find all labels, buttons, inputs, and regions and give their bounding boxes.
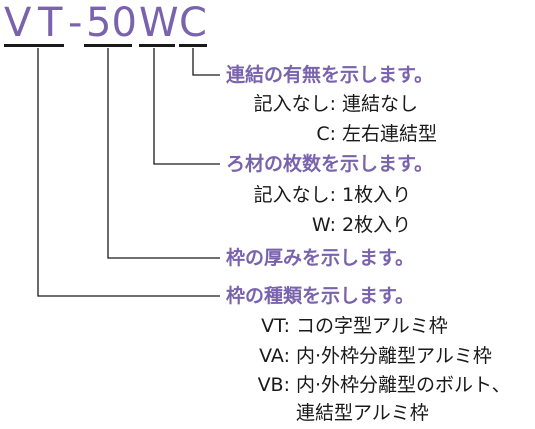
option-key: VT: [261, 315, 290, 337]
option-key: VA: [259, 345, 290, 367]
code-char-c: C [179, 0, 207, 46]
leader-line-media [153, 48, 220, 165]
leader-line-thickness [107, 48, 220, 259]
code-char-v: V [4, 0, 32, 46]
underline-media [139, 44, 175, 47]
underline-thickness [84, 44, 132, 47]
code-char-t: T [38, 0, 63, 46]
option-value: 内·外枠分離型アルミ枠 [296, 345, 492, 367]
underline-type [4, 44, 64, 47]
underline-connection [179, 44, 207, 47]
option-key: C: [316, 123, 336, 145]
option-value: 2枚入り [342, 214, 412, 236]
option-value: 連結なし [342, 93, 419, 115]
option-value: 1枚入り [342, 184, 412, 206]
code-char-50: 50 [86, 0, 137, 46]
heading-thickness: 枠の厚みを示します。 [226, 247, 415, 269]
leader-line-type [37, 48, 220, 297]
code-char-w: W [139, 0, 179, 46]
code-char-dash: - [68, 0, 83, 46]
option-key: VB: [257, 374, 290, 396]
option-value: 連結型アルミ枠 [296, 402, 429, 424]
option-key: 記入なし: [253, 93, 336, 115]
heading-media-count: ろ材の枚数を示します。 [226, 153, 434, 175]
leader-line-connection [192, 48, 220, 76]
option-value: 左右連結型 [342, 123, 438, 145]
option-key: W: [311, 214, 336, 236]
option-value: 内·外枠分離型のボルト、 [296, 374, 511, 396]
heading-frame-type: 枠の種類を示します。 [226, 285, 415, 307]
option-value: コの字型アルミ枠 [296, 315, 448, 337]
option-key: 記入なし: [253, 184, 336, 206]
heading-connection: 連結の有無を示します。 [226, 64, 434, 86]
